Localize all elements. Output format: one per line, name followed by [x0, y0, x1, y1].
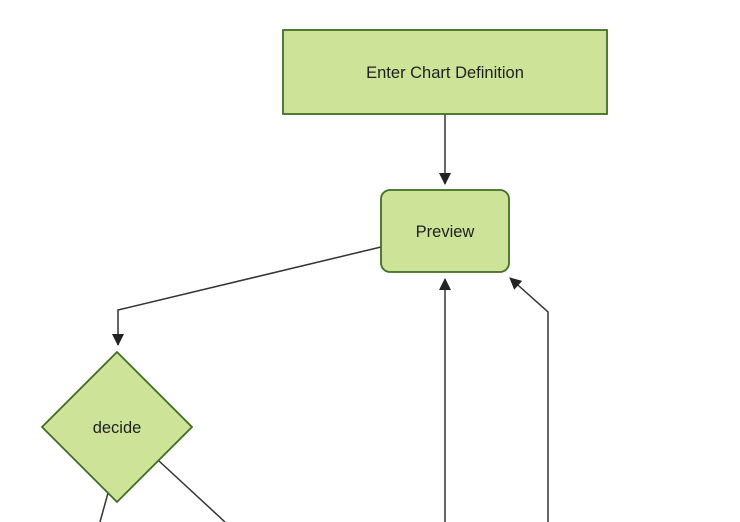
- edge-preview-to-decide: [112, 246, 382, 346]
- node-enter-chart-definition: Enter Chart Definition: [282, 29, 608, 115]
- edge-decide-to-offscreen-left: [99, 492, 109, 522]
- edge-decide-to-offscreen-right: [158, 460, 226, 522]
- preview-label: Preview: [416, 223, 475, 241]
- decide-label: decide: [93, 419, 142, 437]
- enter-chart-definition-label: Enter Chart Definition: [366, 64, 524, 82]
- node-preview: Preview: [380, 189, 510, 273]
- decide-diamond: [40, 350, 194, 504]
- node-decide: decide: [40, 350, 194, 504]
- preview-box: [380, 189, 510, 273]
- edge-offscreen-to-preview-corner: [509, 277, 549, 522]
- enter-chart-definition-box: [282, 29, 608, 115]
